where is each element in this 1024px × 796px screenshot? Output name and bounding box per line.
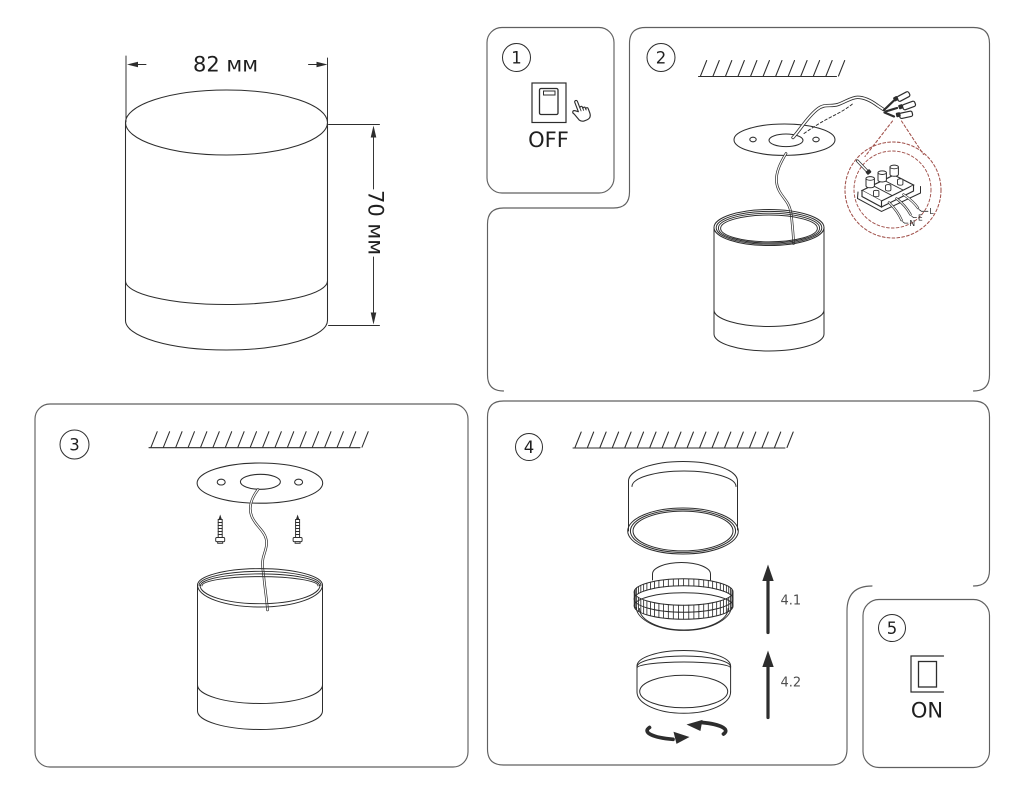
diffuser-part bbox=[636, 650, 732, 714]
step1-content: OFF bbox=[528, 82, 591, 152]
rotate-arrows-icon bbox=[645, 719, 728, 744]
terminal-block: L E N bbox=[856, 159, 935, 228]
panel-step4-border bbox=[486, 400, 991, 766]
fixture-wire-step3 bbox=[249, 488, 269, 612]
step5-number: 5 bbox=[887, 619, 898, 638]
step2-number: 2 bbox=[656, 49, 667, 68]
assembly-arrow1-label: 4.1 bbox=[781, 594, 802, 609]
trim-ring-part bbox=[633, 562, 734, 631]
step3-badge: 3 bbox=[59, 429, 90, 460]
fixture-wire-step2 bbox=[775, 152, 795, 245]
step4-badge: 4 bbox=[515, 433, 543, 461]
step4-number: 4 bbox=[524, 438, 535, 457]
canopy-plate-step2 bbox=[733, 123, 836, 156]
step5-content: ON bbox=[910, 655, 945, 723]
ceiling-hatch-step3 bbox=[148, 431, 369, 449]
height-dimension bbox=[328, 124, 380, 326]
height-dimension-label: 70 мм bbox=[364, 190, 388, 255]
mains-cable bbox=[791, 95, 886, 140]
step3-content bbox=[148, 431, 369, 730]
switch-off-label: OFF bbox=[528, 128, 569, 152]
step4-content: 4.1 4.2 bbox=[572, 431, 802, 744]
terminal-detail-callout bbox=[844, 120, 942, 239]
light-switch-on-icon bbox=[910, 655, 945, 693]
panel-step3-border bbox=[34, 403, 469, 768]
product-cylinder bbox=[124, 89, 329, 351]
housing-part bbox=[627, 461, 739, 555]
terminal-screws bbox=[865, 164, 904, 198]
hand-pointer-icon bbox=[572, 99, 591, 122]
knurl-ticks2 bbox=[633, 598, 734, 620]
dimension-drawing: 82 мм 70 мм bbox=[124, 53, 388, 351]
fixture-body-step2 bbox=[713, 209, 825, 352]
fixture-body-step3 bbox=[197, 568, 323, 730]
assembly-arrow-2 bbox=[762, 650, 774, 720]
assembly-arrow2-label: 4.2 bbox=[781, 676, 802, 691]
knurl-ticks bbox=[633, 578, 734, 613]
width-dimension bbox=[125, 55, 328, 123]
screw-right bbox=[292, 514, 303, 544]
step-badges: 1 2 3 4 5 bbox=[59, 43, 906, 642]
screw-left bbox=[215, 514, 226, 544]
ceiling-hatch-step4 bbox=[572, 431, 794, 449]
wire-connector bbox=[882, 91, 917, 120]
panel-step5-border bbox=[862, 598, 991, 769]
assembly-arrow-1 bbox=[762, 564, 774, 635]
detail-circle-inner bbox=[853, 150, 932, 229]
step3-number: 3 bbox=[69, 436, 80, 455]
switch-on-label: ON bbox=[911, 699, 943, 723]
canopy-plate-step3 bbox=[196, 462, 324, 504]
detail-circle-outer bbox=[844, 141, 942, 239]
panel-borders bbox=[34, 26, 991, 769]
step1-number: 1 bbox=[511, 49, 522, 68]
terminal-wires bbox=[887, 193, 920, 222]
step2-badge: 2 bbox=[646, 43, 676, 72]
panel-step2-border bbox=[486, 26, 991, 392]
terminal-labels: L E N bbox=[902, 207, 935, 228]
step1-badge: 1 bbox=[502, 43, 531, 72]
light-switch-icon bbox=[531, 82, 567, 124]
ceiling-hatch-step2 bbox=[697, 59, 846, 78]
terminal-label-line: L bbox=[930, 207, 935, 216]
step5-badge: 5 bbox=[878, 614, 906, 642]
width-dimension-label: 82 мм bbox=[193, 53, 258, 77]
terminal-label-neutral: N bbox=[910, 219, 916, 228]
terminal-label-earth: E bbox=[918, 214, 923, 223]
panel-step1-border bbox=[486, 26, 615, 194]
step2-content: L E N bbox=[697, 59, 942, 352]
